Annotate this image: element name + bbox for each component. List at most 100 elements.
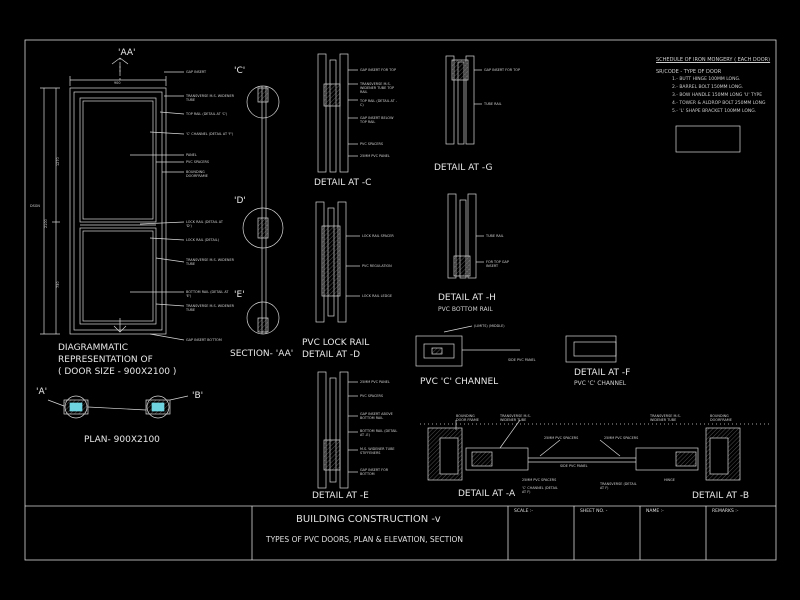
callout-top-rail: TOP RAIL (DETAIL AT 'C'): [186, 112, 228, 116]
elevation-caption-line3: ( DOOR SIZE - 900X2100 ): [58, 367, 177, 377]
detail-g-callout-2: TUBE RAIL: [484, 102, 502, 106]
detail-h-caption-2: PVC BOTTOM RAIL: [438, 306, 493, 313]
detail-c-callout-2: TRANSVERSE M.S. WIDENER TUBE TOP RAIL: [360, 82, 395, 94]
detail-e-callout-3: GAP INSERT ABOVE BOTTOM RAIL: [360, 412, 393, 420]
detail-ab-callout-8: TRANSVERSE (DETAIL AT F): [600, 482, 637, 490]
detail-d-callout-3: LOCK RAIL LEDGE: [362, 294, 393, 298]
detail-h-caption-1: DETAIL AT -H: [438, 293, 496, 303]
detail-d-callout-2: PVC REGULATION: [362, 264, 392, 268]
detail-c-callout-4: GAP INSERT BELOW TOP RAIL: [360, 116, 394, 124]
schedule-subtitle: SR/CODE - TYPE OF DOOR: [656, 69, 722, 75]
title-block-scale: SCALE :-: [514, 509, 533, 514]
callout-lock-rail-detail: LOCK RAIL (DETAIL): [186, 238, 220, 242]
schedule-box: [675, 125, 741, 153]
detail-ab-callout-4: 25MM PVC SPACERS: [604, 436, 639, 440]
title-block-subtitle: TYPES OF PVC DOORS, PLAN & ELEVATION, SE…: [266, 535, 463, 544]
detail-ab-callout-9: HINGE: [664, 478, 675, 482]
detail-ab-callout-7: 'C' CHANNEL (DETAIL AT F): [522, 486, 558, 494]
plan-caption: PLAN- 900X2100: [84, 435, 160, 445]
detail-ab-callout-11: BOUNDING DOORFRAME: [710, 414, 732, 422]
detail-ab-callout-3: 25MM PVC SPACERS: [544, 436, 579, 440]
channel-caption: PVC 'C' CHANNEL: [420, 377, 499, 387]
detail-c-callout-6: 25MM PVC PANEL: [360, 154, 390, 158]
detail-c-caption: DETAIL AT -C: [314, 178, 372, 188]
plan-mark-a: 'A': [36, 387, 48, 397]
upper-dimension: 1270: [56, 157, 60, 166]
width-dimension: 900: [114, 81, 121, 85]
channel-callout-2: SIDE PVC PANEL: [508, 358, 536, 362]
detail-h-callout-1: TUBE RAIL: [486, 234, 504, 238]
detail-e: [317, 371, 358, 489]
callout-transverse-top: TRANSVERSE M.S. WIDENER TUBE: [186, 94, 234, 102]
callout-lock-rail: LOCK RAIL (DETAIL AT 'D'): [186, 220, 223, 228]
door-elevation: [40, 57, 185, 341]
callout-transverse-bottom: TRANSVERSE M.S. WIDENER TUBE: [186, 304, 234, 312]
plan-view: [47, 395, 189, 419]
detail-e-caption: DETAIL AT -E: [312, 491, 369, 501]
callout-gap-insert-bottom: GAP INSERT BOTTOM: [186, 338, 222, 342]
callout-bottom-rail: BOTTOM RAIL (DETAIL AT 'E'): [186, 290, 229, 298]
schedule-title: SCHEDULE OF IRON MONGERY ( EACH DOOR): [656, 57, 771, 63]
title-block-sheet: SHEET NO. -: [580, 509, 608, 514]
plan-mark-b: 'B': [192, 391, 204, 401]
detail-e-callout-1: 25MM PVC PANEL: [360, 380, 390, 384]
detail-ab-callout-6: 25MM PVC SPACERS: [522, 478, 557, 482]
schedule-item-4: 4.- TOWER & ALDROP BOLT 250MM LONG: [672, 101, 766, 106]
detail-f: [565, 335, 617, 363]
detail-a-b: [420, 419, 770, 481]
detail-ab-callout-2: TRANSVERSE M.S. WIDENER TUBE: [500, 414, 531, 422]
callout-c-channel: 'C' CHANNEL (DETAIL AT 'F'): [186, 132, 234, 136]
callout-panel: PANEL: [186, 153, 197, 157]
detail-c-callout-5: PVC SPACERS: [360, 142, 384, 146]
detail-a-caption: DETAIL AT -A: [458, 489, 516, 499]
detail-ab-callout-10: TRANSVERSE M.S. WIDENER TUBE: [650, 414, 681, 422]
callout-gap-insert: GAP INSERT: [186, 70, 207, 74]
section-mark-d: 'D': [234, 196, 246, 206]
side-tag: DSGN: [30, 204, 40, 208]
schedule-item-2: 2.- BARREL BOLT 150MM LONG.: [672, 85, 744, 90]
detail-b-caption: DETAIL AT -B: [692, 491, 750, 501]
detail-c-callout-3: TOP RAIL (DETAIL AT -C): [360, 99, 397, 107]
detail-ab-callout-5: SIDE PVC PANEL: [560, 464, 588, 468]
detail-c-callout-1: GAP INSERT FOR TOP: [360, 68, 396, 72]
detail-e-callout-2: PVC SPACERS: [360, 394, 384, 398]
sheet-border: [24, 39, 777, 561]
detail-h: [447, 193, 484, 279]
detail-d-callout-1: LOCK RAIL SPACER: [362, 234, 394, 238]
detail-d-caption-2: DETAIL AT -D: [302, 350, 361, 360]
callout-pvc-spacers: PVC SPACERS: [186, 160, 210, 164]
section-aa: [242, 85, 284, 335]
detail-d-caption-1: PVC LOCK RAIL: [302, 338, 370, 348]
pvc-c-channel: [415, 325, 520, 367]
title-block-remarks: REMARKS :-: [712, 509, 739, 514]
section-mark-c: 'C': [234, 66, 246, 76]
detail-f-caption-2: PVC 'C' CHANNEL: [574, 380, 627, 387]
section-mark-aa: 'AA': [118, 48, 136, 58]
schedule-item-3: 3.- BOW HANDLE 150MM LONG 'U' TYPE: [672, 93, 763, 98]
detail-c: [317, 53, 358, 173]
detail-g: [445, 55, 482, 145]
title-block-title: BUILDING CONSTRUCTION -v: [296, 514, 441, 525]
detail-e-callout-5: M.S. WIDENER TUBE STIFFENERS: [360, 447, 395, 455]
detail-g-callout-1: GAP INSERT FOR TOP: [484, 68, 520, 72]
callout-doorframe: BOUNDING DOORFRAME: [186, 170, 208, 178]
section-mark-e: 'E': [234, 290, 245, 300]
elevation-caption-line1: DIAGRAMMATIC: [58, 343, 129, 353]
detail-f-caption-1: DETAIL AT -F: [574, 368, 631, 378]
section-caption: SECTION- 'AA': [230, 349, 294, 359]
detail-d: [315, 201, 360, 323]
channel-callout-1: (LIMITS) (MIDDLE): [474, 324, 505, 328]
detail-e-callout-6: GAP INSERT FOR BOTTOM: [360, 468, 389, 476]
elevation-caption-line2: REPRESENTATION OF: [58, 355, 153, 365]
callout-transverse-mid: TRANSVERSE M.S. WIDENER TUBE: [186, 258, 234, 266]
detail-h-callout-2: FOR TOP GAP INSERT: [486, 260, 509, 268]
detail-e-callout-4: BOTTOM RAIL (DETAIL AT -E): [360, 429, 398, 437]
schedule-item-1: 1.- BUTT HINGE 100MM LONG.: [672, 77, 741, 82]
lower-dimension: 730: [56, 281, 60, 288]
title-block-name: NAME :-: [646, 509, 664, 514]
detail-g-caption: DETAIL AT -G: [434, 163, 493, 173]
schedule-item-5: 5.- 'L' SHAPE BRACKET 100MM LONG.: [672, 109, 757, 114]
height-dimension: 2100: [44, 219, 48, 228]
detail-ab-callout-1: BOUNDING DOOR FRAME: [456, 414, 479, 422]
